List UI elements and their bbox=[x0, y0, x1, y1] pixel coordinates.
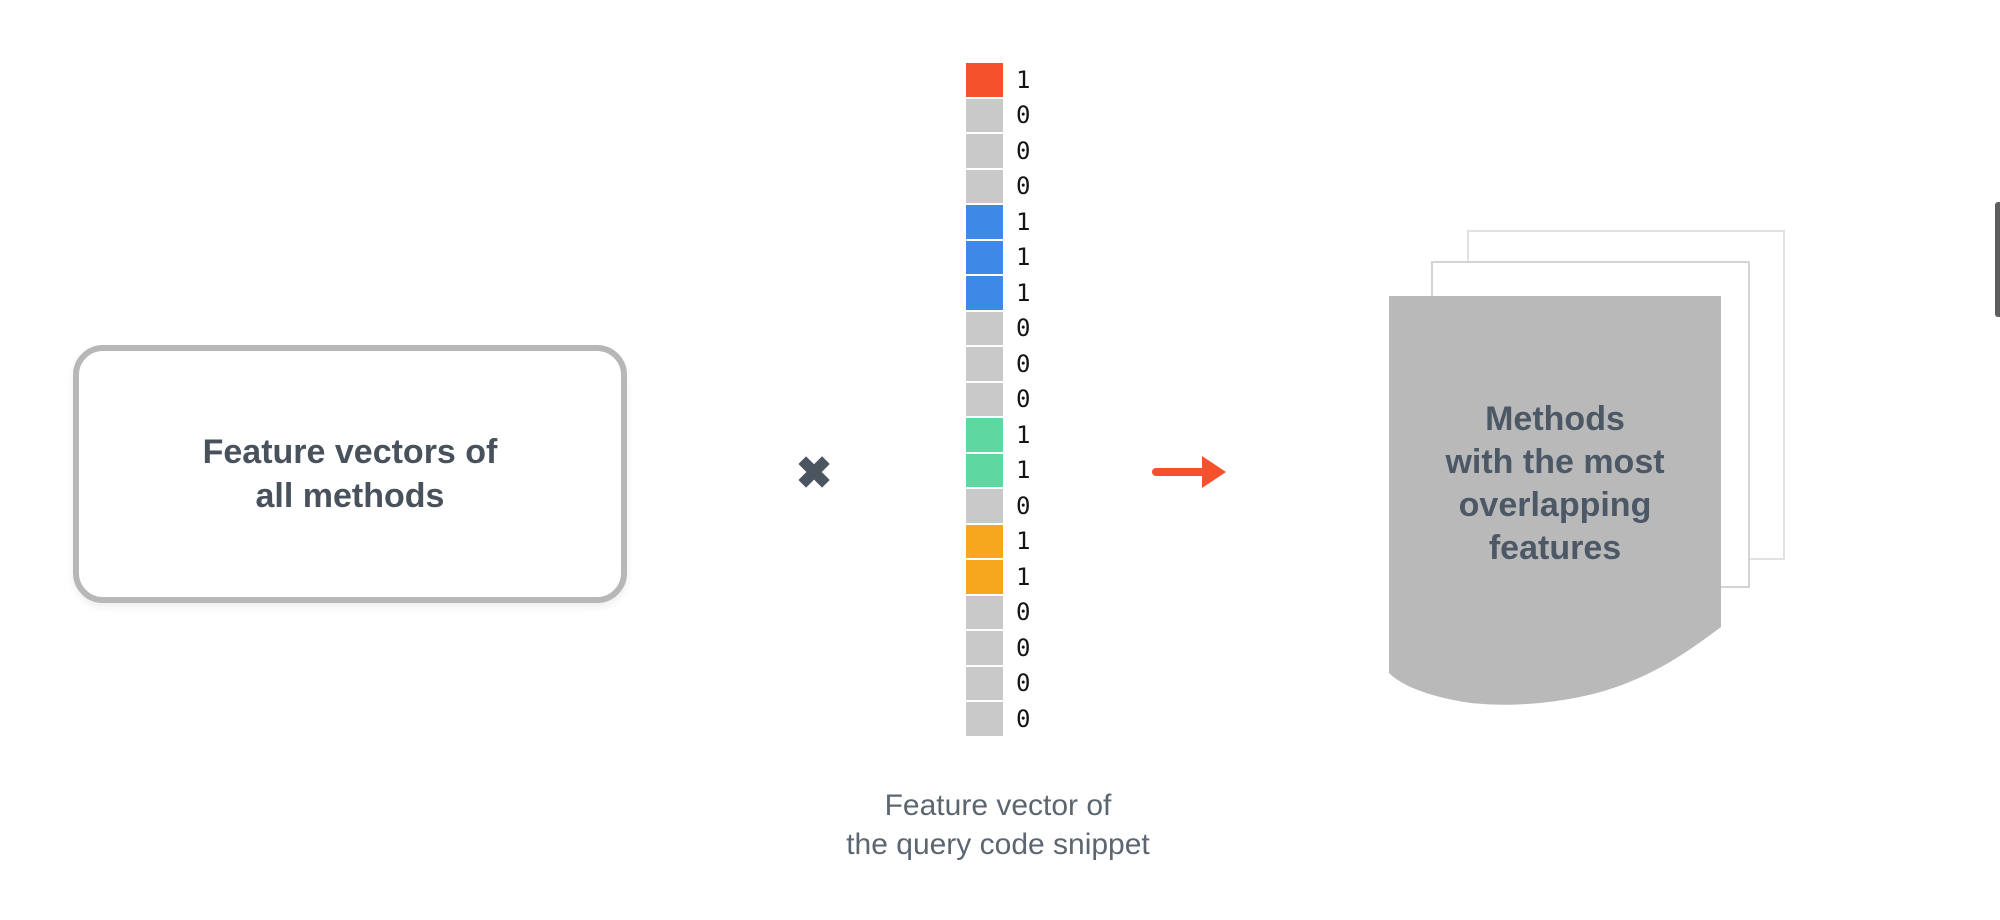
vector-row: 0 bbox=[966, 347, 1030, 381]
vector-cell bbox=[966, 134, 1003, 168]
vector-value: 1 bbox=[1016, 207, 1031, 236]
vector-value: 0 bbox=[1016, 136, 1031, 165]
vector-cell bbox=[966, 63, 1003, 97]
vector-value: 1 bbox=[1016, 527, 1031, 556]
vector-value: 1 bbox=[1016, 562, 1031, 591]
result-label-line1: Methods bbox=[1485, 400, 1625, 438]
vector-row: 1 bbox=[966, 240, 1031, 274]
vector-cell bbox=[966, 631, 1003, 665]
vector-caption-line1: Feature vector of bbox=[884, 789, 1112, 822]
feature-vectors-box: Feature vectors of all methods bbox=[73, 345, 627, 603]
vector-cell bbox=[966, 595, 1003, 629]
vector-row: 1 bbox=[966, 205, 1030, 239]
multiply-icon: ✖ bbox=[795, 449, 833, 498]
vector-value: 1 bbox=[1016, 243, 1031, 272]
vector-value: 1 bbox=[1016, 420, 1031, 449]
vector-row: 0 bbox=[966, 382, 1031, 416]
vector-caption-line2: the query code snippet bbox=[846, 828, 1150, 861]
feature-vectors-label-line1: Feature vectors of bbox=[202, 433, 498, 471]
vector-row: 0 bbox=[966, 489, 1030, 523]
vector-cell bbox=[966, 98, 1003, 132]
offscreen-element-sliver bbox=[1995, 202, 2000, 317]
vector-value: 0 bbox=[1016, 172, 1031, 201]
doc-page-front bbox=[1389, 296, 1721, 705]
vector-row: 1 bbox=[966, 524, 1031, 558]
vector-cell bbox=[966, 169, 1003, 203]
vector-row: 1 bbox=[966, 418, 1030, 452]
vector-value: 0 bbox=[1016, 314, 1031, 343]
vector-cell bbox=[966, 347, 1003, 381]
vector-value: 0 bbox=[1016, 633, 1031, 662]
vector-row: 0 bbox=[966, 311, 1031, 345]
vector-value: 0 bbox=[1016, 669, 1031, 698]
vector-cell bbox=[966, 382, 1003, 416]
vector-cell bbox=[966, 560, 1003, 594]
vector-cell bbox=[966, 276, 1003, 310]
result-label: Methods with the most overlapping featur… bbox=[1389, 398, 1721, 570]
vector-row: 0 bbox=[966, 702, 1030, 736]
vector-cell bbox=[966, 311, 1003, 345]
vector-value: 1 bbox=[1016, 278, 1031, 307]
vector-value: 1 bbox=[1016, 456, 1031, 485]
feature-vectors-label: Feature vectors of all methods bbox=[203, 430, 498, 518]
arrow-icon bbox=[1152, 456, 1226, 488]
vector-cell bbox=[966, 240, 1003, 274]
vector-cell bbox=[966, 702, 1003, 736]
vector-row: 1 bbox=[966, 276, 1030, 310]
vector-caption: Feature vector of the query code snippet bbox=[770, 786, 1226, 864]
vector-cell bbox=[966, 453, 1003, 487]
vector-value: 0 bbox=[1016, 704, 1031, 733]
vector-value: 0 bbox=[1016, 491, 1031, 520]
vector-cell bbox=[966, 666, 1003, 700]
vector-row: 0 bbox=[966, 98, 1031, 132]
vector-row: 1 bbox=[966, 63, 1030, 97]
feature-vectors-label-line2: all methods bbox=[255, 477, 445, 515]
query-feature-vector: 1 0 0 0 1 1 1 0 0 0 1 1 0 1 1 0 0 0 0 bbox=[966, 63, 1030, 736]
vector-row: 0 bbox=[966, 169, 1031, 203]
vector-row: 1 bbox=[966, 453, 1031, 487]
result-label-line4: features bbox=[1488, 529, 1622, 567]
vector-cell bbox=[966, 418, 1003, 452]
vector-cell bbox=[966, 524, 1003, 558]
vector-value: 0 bbox=[1016, 385, 1031, 414]
vector-cell bbox=[966, 489, 1003, 523]
result-label-line2: with the most bbox=[1445, 443, 1665, 481]
vector-value: 0 bbox=[1016, 101, 1031, 130]
vector-cell bbox=[966, 205, 1003, 239]
vector-value: 0 bbox=[1016, 349, 1031, 378]
vector-row: 0 bbox=[966, 666, 1031, 700]
vector-row: 0 bbox=[966, 631, 1030, 665]
vector-value: 0 bbox=[1016, 598, 1031, 627]
vector-row: 1 bbox=[966, 560, 1030, 594]
vector-value: 1 bbox=[1016, 65, 1031, 94]
result-label-line3: overlapping bbox=[1458, 486, 1652, 524]
result-doc-stack: Methods with the most overlapping featur… bbox=[1389, 230, 1799, 720]
vector-row: 0 bbox=[966, 134, 1030, 168]
vector-row: 0 bbox=[966, 595, 1031, 629]
